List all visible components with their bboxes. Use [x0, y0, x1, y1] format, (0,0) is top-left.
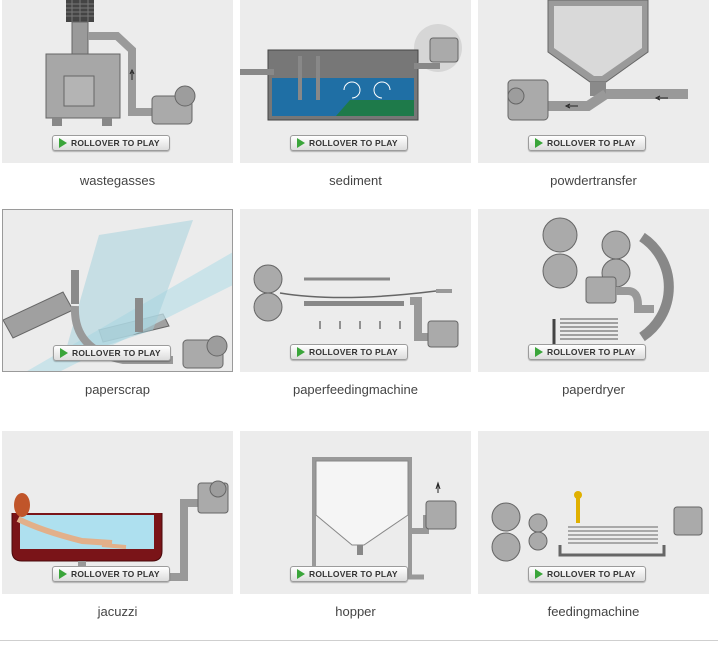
play-icon — [535, 138, 543, 148]
tile-powdertransfer[interactable]: ROLLOVER TO PLAY powdertransfer — [478, 0, 709, 222]
thumbnail-powdertransfer[interactable]: ROLLOVER TO PLAY — [478, 0, 709, 163]
tile-paperdryer[interactable]: ROLLOVER TO PLAY paperdryer — [478, 209, 709, 431]
play-icon — [297, 347, 305, 357]
thumbnail-sediment[interactable]: ROLLOVER TO PLAY — [240, 0, 471, 163]
tile-caption[interactable]: hopper — [240, 604, 471, 619]
tile-caption[interactable]: wastegasses — [2, 173, 233, 188]
tile-paperscrap[interactable]: ROLLOVER TO PLAY paperscrap — [2, 209, 233, 431]
tile-paperfeedingmachine[interactable]: ROLLOVER TO PLAY paperfeedingmachine — [240, 209, 471, 431]
play-icon — [535, 347, 543, 357]
tile-caption[interactable]: paperscrap — [2, 382, 233, 397]
tile-wastegasses[interactable]: ROLLOVER TO PLAY wastegasses — [2, 0, 233, 222]
thumbnail-feedingmachine[interactable]: ROLLOVER TO PLAY — [478, 431, 709, 594]
rollover-to-play-button[interactable]: ROLLOVER TO PLAY — [52, 566, 170, 582]
thumbnail-paperscrap[interactable]: ROLLOVER TO PLAY — [2, 209, 233, 372]
tile-caption[interactable]: paperfeedingmachine — [240, 382, 471, 397]
rollover-to-play-button[interactable]: ROLLOVER TO PLAY — [528, 566, 646, 582]
play-icon — [60, 348, 68, 358]
rollover-to-play-button[interactable]: ROLLOVER TO PLAY — [53, 345, 171, 361]
rollover-to-play-button[interactable]: ROLLOVER TO PLAY — [290, 566, 408, 582]
tile-sediment[interactable]: ROLLOVER TO PLAY sediment — [240, 0, 471, 222]
tile-caption[interactable]: sediment — [240, 173, 471, 188]
rollover-to-play-button[interactable]: ROLLOVER TO PLAY — [290, 135, 408, 151]
bottom-divider — [0, 640, 718, 641]
tile-caption[interactable]: jacuzzi — [2, 604, 233, 619]
tile-caption[interactable]: paperdryer — [478, 382, 709, 397]
thumbnail-paperfeedingmachine[interactable]: ROLLOVER TO PLAY — [240, 209, 471, 372]
rollover-to-play-button[interactable]: ROLLOVER TO PLAY — [290, 344, 408, 360]
tile-caption[interactable]: powdertransfer — [478, 173, 709, 188]
rollover-to-play-button[interactable]: ROLLOVER TO PLAY — [52, 135, 170, 151]
tile-jacuzzi[interactable]: ROLLOVER TO PLAY jacuzzi — [2, 431, 233, 653]
rollover-to-play-button[interactable]: ROLLOVER TO PLAY — [528, 344, 646, 360]
tile-hopper[interactable]: ROLLOVER TO PLAY hopper — [240, 431, 471, 653]
play-icon — [535, 569, 543, 579]
tile-caption[interactable]: feedingmachine — [478, 604, 709, 619]
tile-feedingmachine[interactable]: ROLLOVER TO PLAY feedingmachine — [478, 431, 709, 653]
thumbnail-hopper[interactable]: ROLLOVER TO PLAY — [240, 431, 471, 594]
thumbnail-paperdryer[interactable]: ROLLOVER TO PLAY — [478, 209, 709, 372]
play-icon — [59, 138, 67, 148]
play-icon — [297, 569, 305, 579]
thumbnail-wastegasses[interactable]: ROLLOVER TO PLAY — [2, 0, 233, 163]
rollover-to-play-button[interactable]: ROLLOVER TO PLAY — [528, 135, 646, 151]
play-icon — [297, 138, 305, 148]
thumbnail-jacuzzi[interactable]: ROLLOVER TO PLAY — [2, 431, 233, 594]
play-icon — [59, 569, 67, 579]
